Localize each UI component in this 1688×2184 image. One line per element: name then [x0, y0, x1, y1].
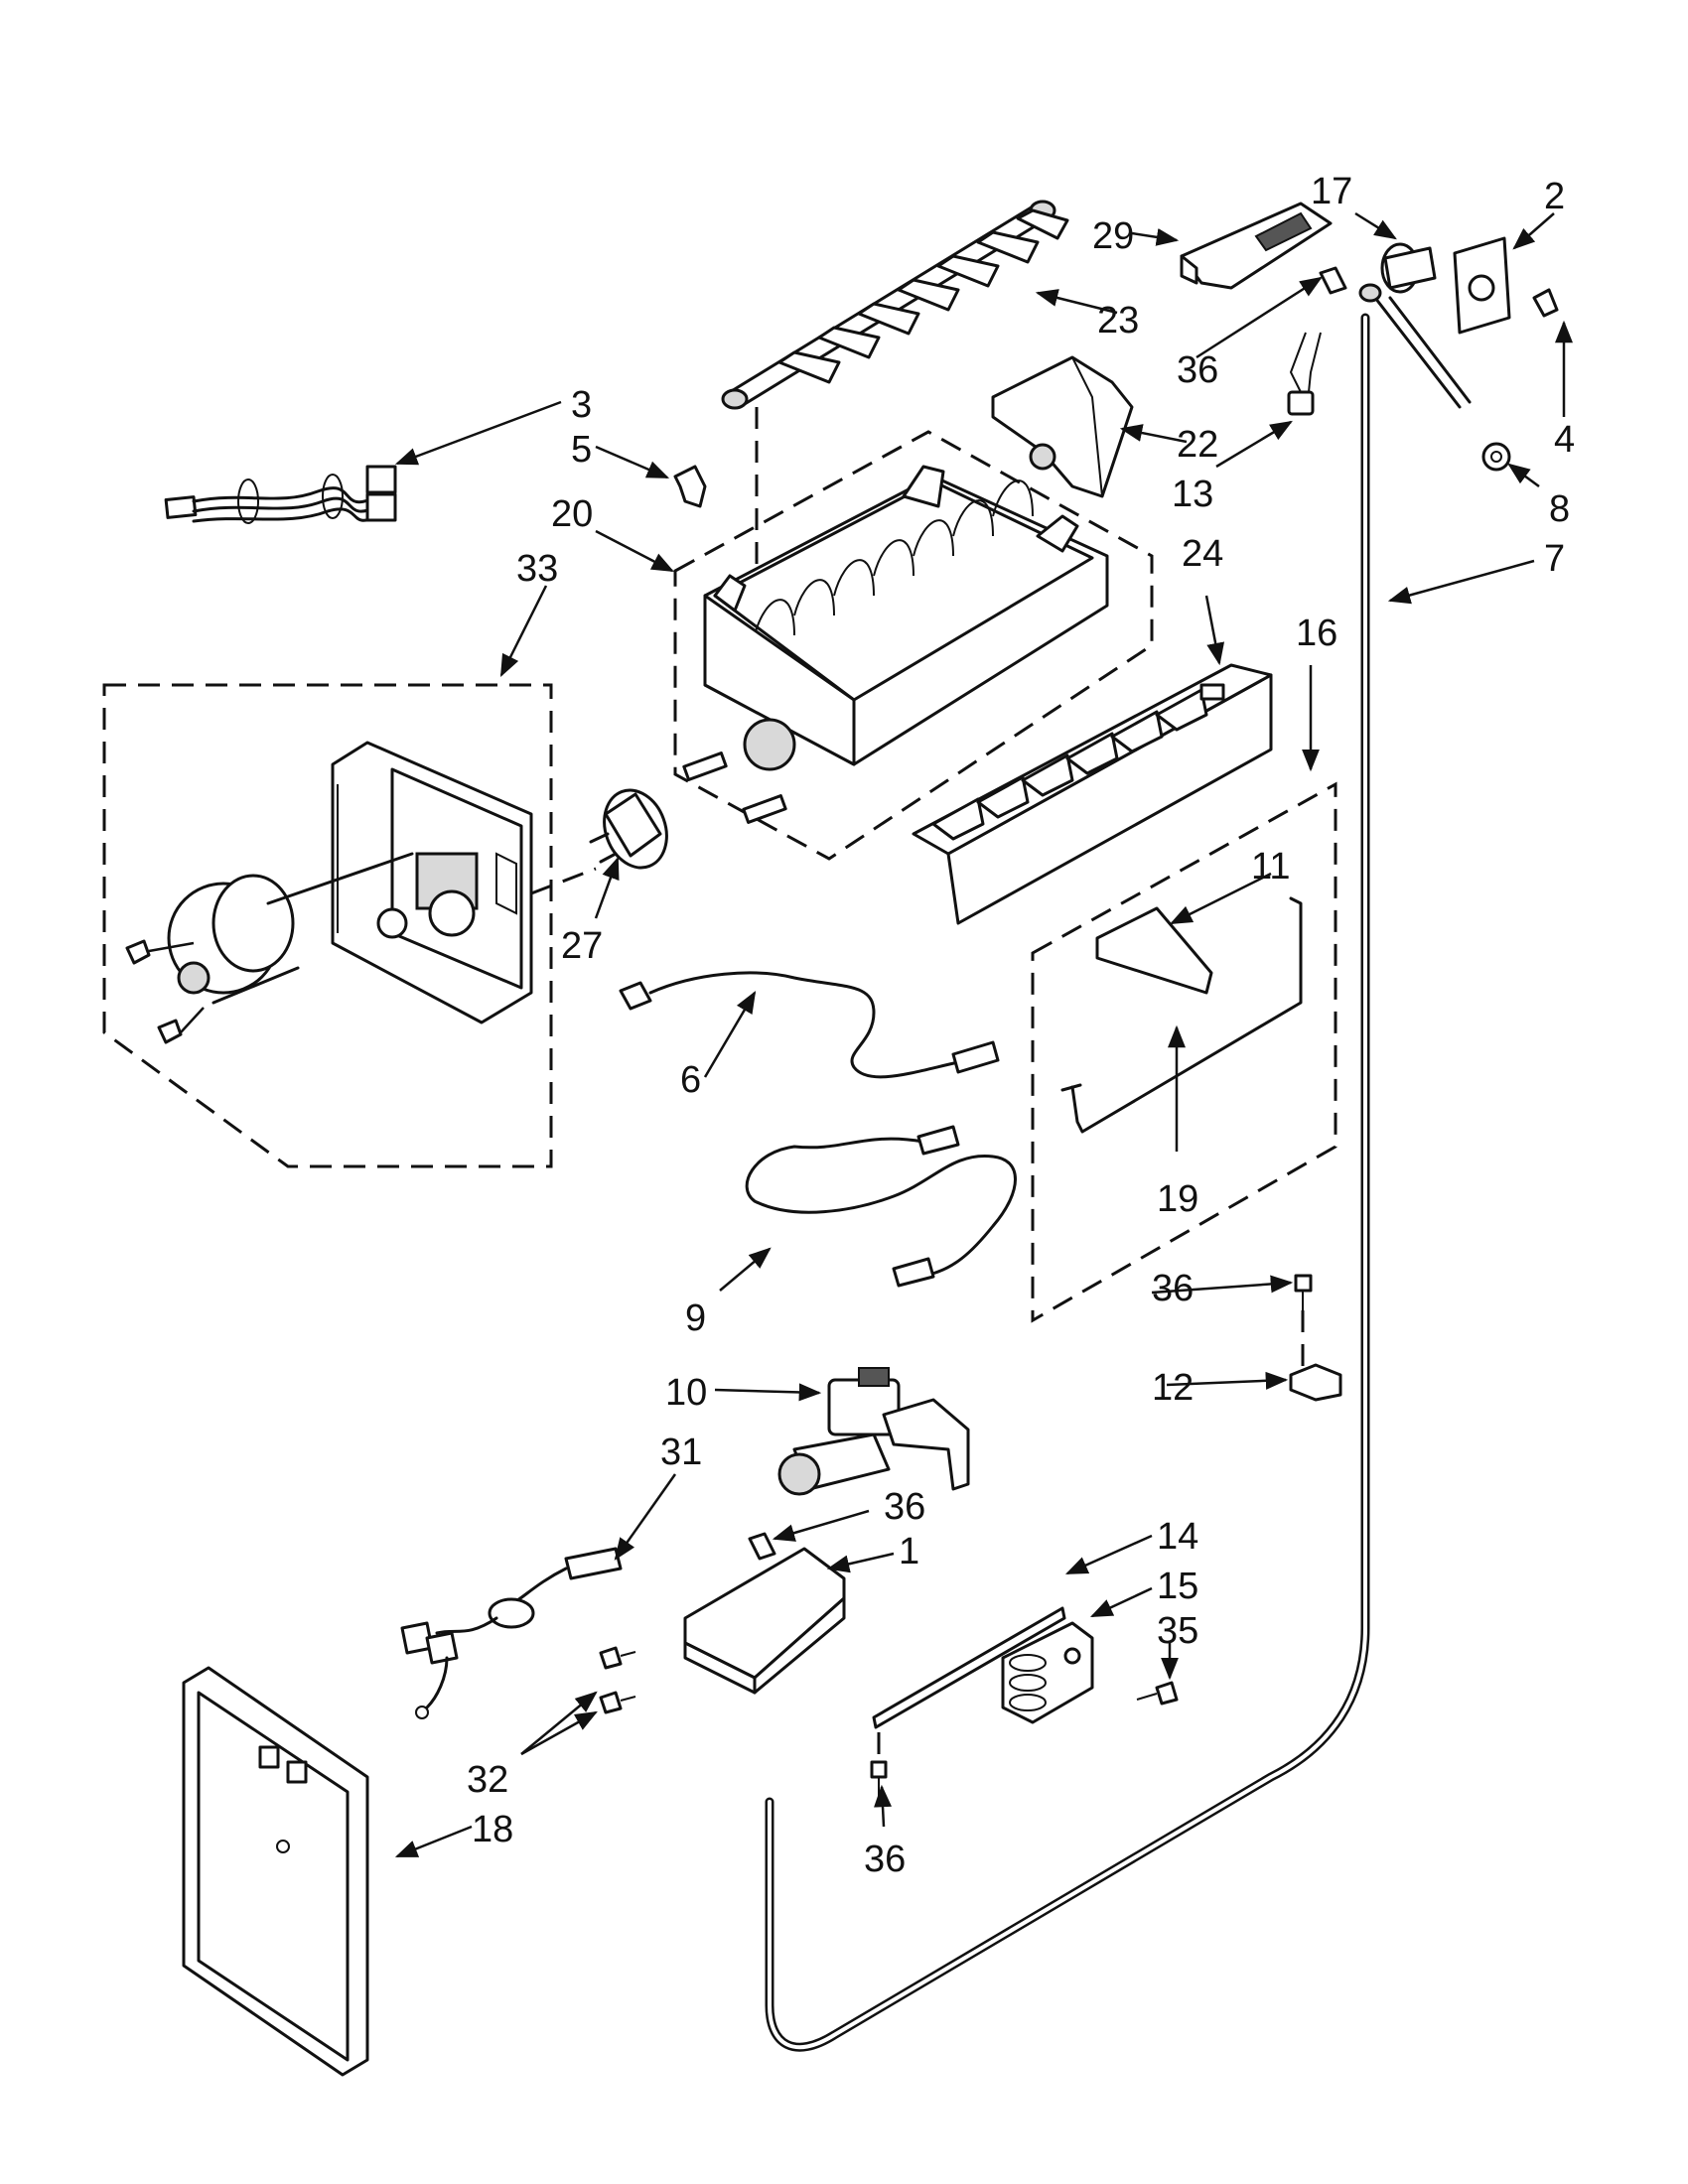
screw-35-part	[1136, 1681, 1179, 1706]
callout-3: 3	[571, 384, 592, 426]
callout-36-right: 36	[1152, 1268, 1194, 1309]
callout-19: 19	[1157, 1178, 1198, 1220]
ejector-shaft-part	[721, 200, 1069, 410]
callout-14: 14	[1157, 1516, 1198, 1558]
screws-32-part	[599, 1646, 636, 1714]
callout-12: 12	[1152, 1367, 1194, 1409]
callout-24: 24	[1182, 533, 1223, 575]
callout-5: 5	[571, 429, 592, 471]
thermostat-part	[1287, 332, 1322, 416]
cover-panel-part	[182, 1666, 369, 2077]
callout-1: 1	[899, 1531, 919, 1572]
screw-36-lower-part	[870, 1760, 888, 1802]
callout-36-top: 36	[1177, 349, 1218, 391]
module-axis-dash	[530, 867, 597, 895]
ice-mold-part	[682, 465, 1109, 824]
callout-7: 7	[1544, 538, 1565, 580]
callout-11: 11	[1251, 846, 1290, 887]
callout-16: 16	[1296, 613, 1337, 654]
heater-dash-box	[1031, 781, 1337, 1323]
callout-20: 20	[551, 493, 593, 535]
leader-arrows	[394, 211, 1573, 1858]
callout-17: 17	[1311, 171, 1352, 212]
clip-12-part	[1289, 1363, 1342, 1402]
callout-22: 22	[1177, 424, 1218, 466]
callout-36-valve: 36	[884, 1486, 925, 1528]
fill-tube-assembly-part	[1358, 236, 1559, 472]
callout-32: 32	[467, 1759, 508, 1801]
callout-31: 31	[660, 1432, 702, 1473]
callout-35: 35	[1157, 1610, 1198, 1652]
water-line-part	[745, 1125, 1017, 1288]
callout-27: 27	[561, 925, 603, 967]
bracket-part	[683, 1532, 846, 1695]
callout-15: 15	[1157, 1566, 1198, 1607]
mold-dash-box	[673, 430, 1154, 861]
harness-connector-part	[400, 1547, 623, 1719]
callout-10: 10	[665, 1372, 707, 1414]
strip-part	[872, 1606, 1066, 1729]
shield-part	[1180, 202, 1333, 290]
knob-part	[589, 788, 668, 870]
wire-harness-part	[164, 465, 397, 524]
callout-2: 2	[1544, 176, 1565, 217]
water-tube-part	[765, 313, 1370, 2052]
clip-part	[673, 465, 707, 508]
callout-13: 13	[1172, 474, 1213, 515]
callout-23: 23	[1097, 300, 1139, 341]
stripper-part	[912, 663, 1273, 925]
control-module-part	[125, 741, 533, 1044]
callout-labels: 2 3 4 5 6 7 8 9 10 11 12 13 14 15 16 17 …	[467, 171, 1575, 1880]
callout-33: 33	[516, 548, 558, 590]
screw-36-right-part	[1294, 1274, 1313, 1310]
screw-top-part	[1319, 266, 1347, 295]
cord-part	[619, 971, 1000, 1079]
water-valve-part	[777, 1367, 970, 1496]
callout-36-bottom: 36	[864, 1839, 906, 1880]
callout-29: 29	[1092, 215, 1134, 257]
callout-6: 6	[680, 1059, 701, 1101]
clamp-part	[1001, 1621, 1094, 1724]
callout-18: 18	[472, 1809, 513, 1850]
callout-8: 8	[1549, 488, 1570, 530]
module-dash-box	[102, 683, 553, 1168]
callout-4: 4	[1554, 419, 1575, 461]
callout-9: 9	[685, 1297, 706, 1339]
fill-cup-part	[991, 355, 1134, 498]
heater-part	[1060, 896, 1303, 1134]
